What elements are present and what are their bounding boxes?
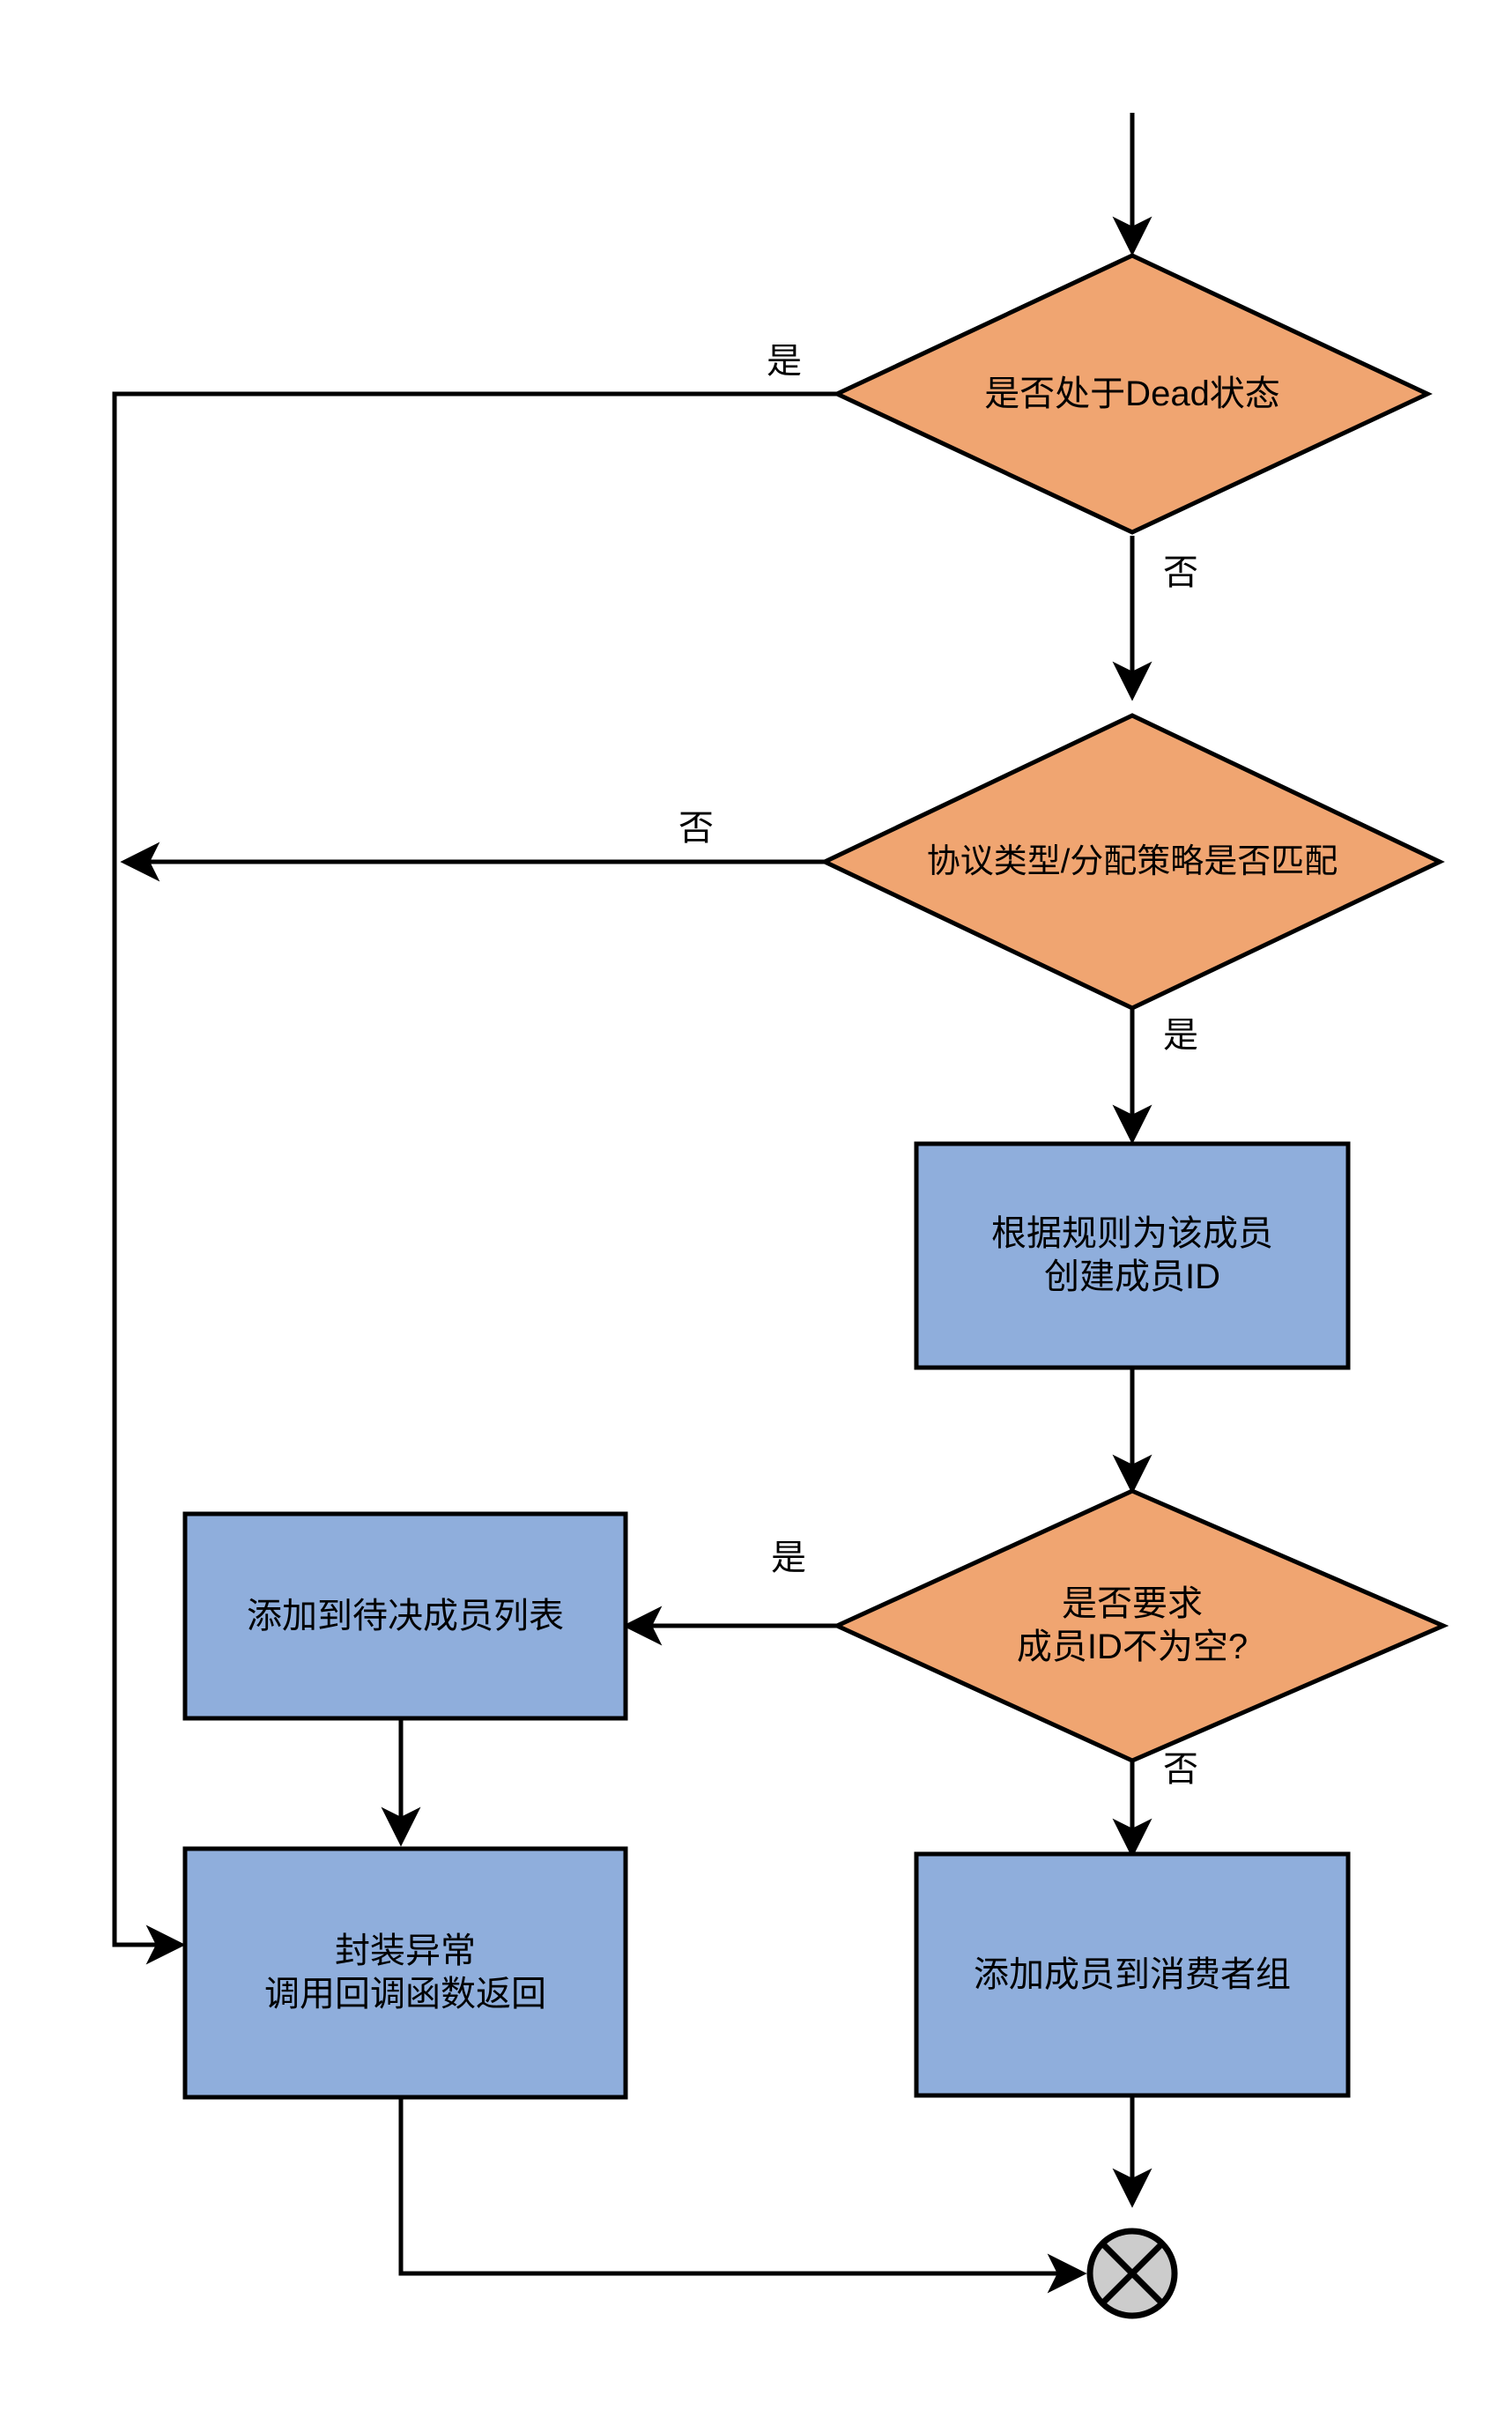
node-process-wrap-exception-callback[interactable] [182,1846,628,2100]
edge-d1-yes-to-p3 [112,391,837,1965]
node-process-create-member-id[interactable] [914,1141,1351,1370]
edge-label-d3-yes: 是 [771,1539,806,1577]
node-decision-member-id-not-empty[interactable] [831,1488,1449,1763]
edge-label-d2-no: 否 [678,809,714,848]
edge-p3-to-end [398,2097,1087,2294]
edge-label-d1-yes: 是 [767,342,802,381]
node-decision-protocol-match[interactable] [819,713,1445,1011]
edge-label-d3-no: 否 [1163,1750,1198,1789]
edge-label-d2-yes: 是 [1163,1016,1198,1055]
node-process-add-member-to-group[interactable] [914,1851,1351,2098]
node-process-add-to-pending-list[interactable] [182,1511,628,1721]
node-decision-dead-state[interactable] [832,253,1433,535]
edge-label-d1-no: 否 [1163,553,1198,592]
node-end-terminator[interactable] [1086,2228,1178,2319]
